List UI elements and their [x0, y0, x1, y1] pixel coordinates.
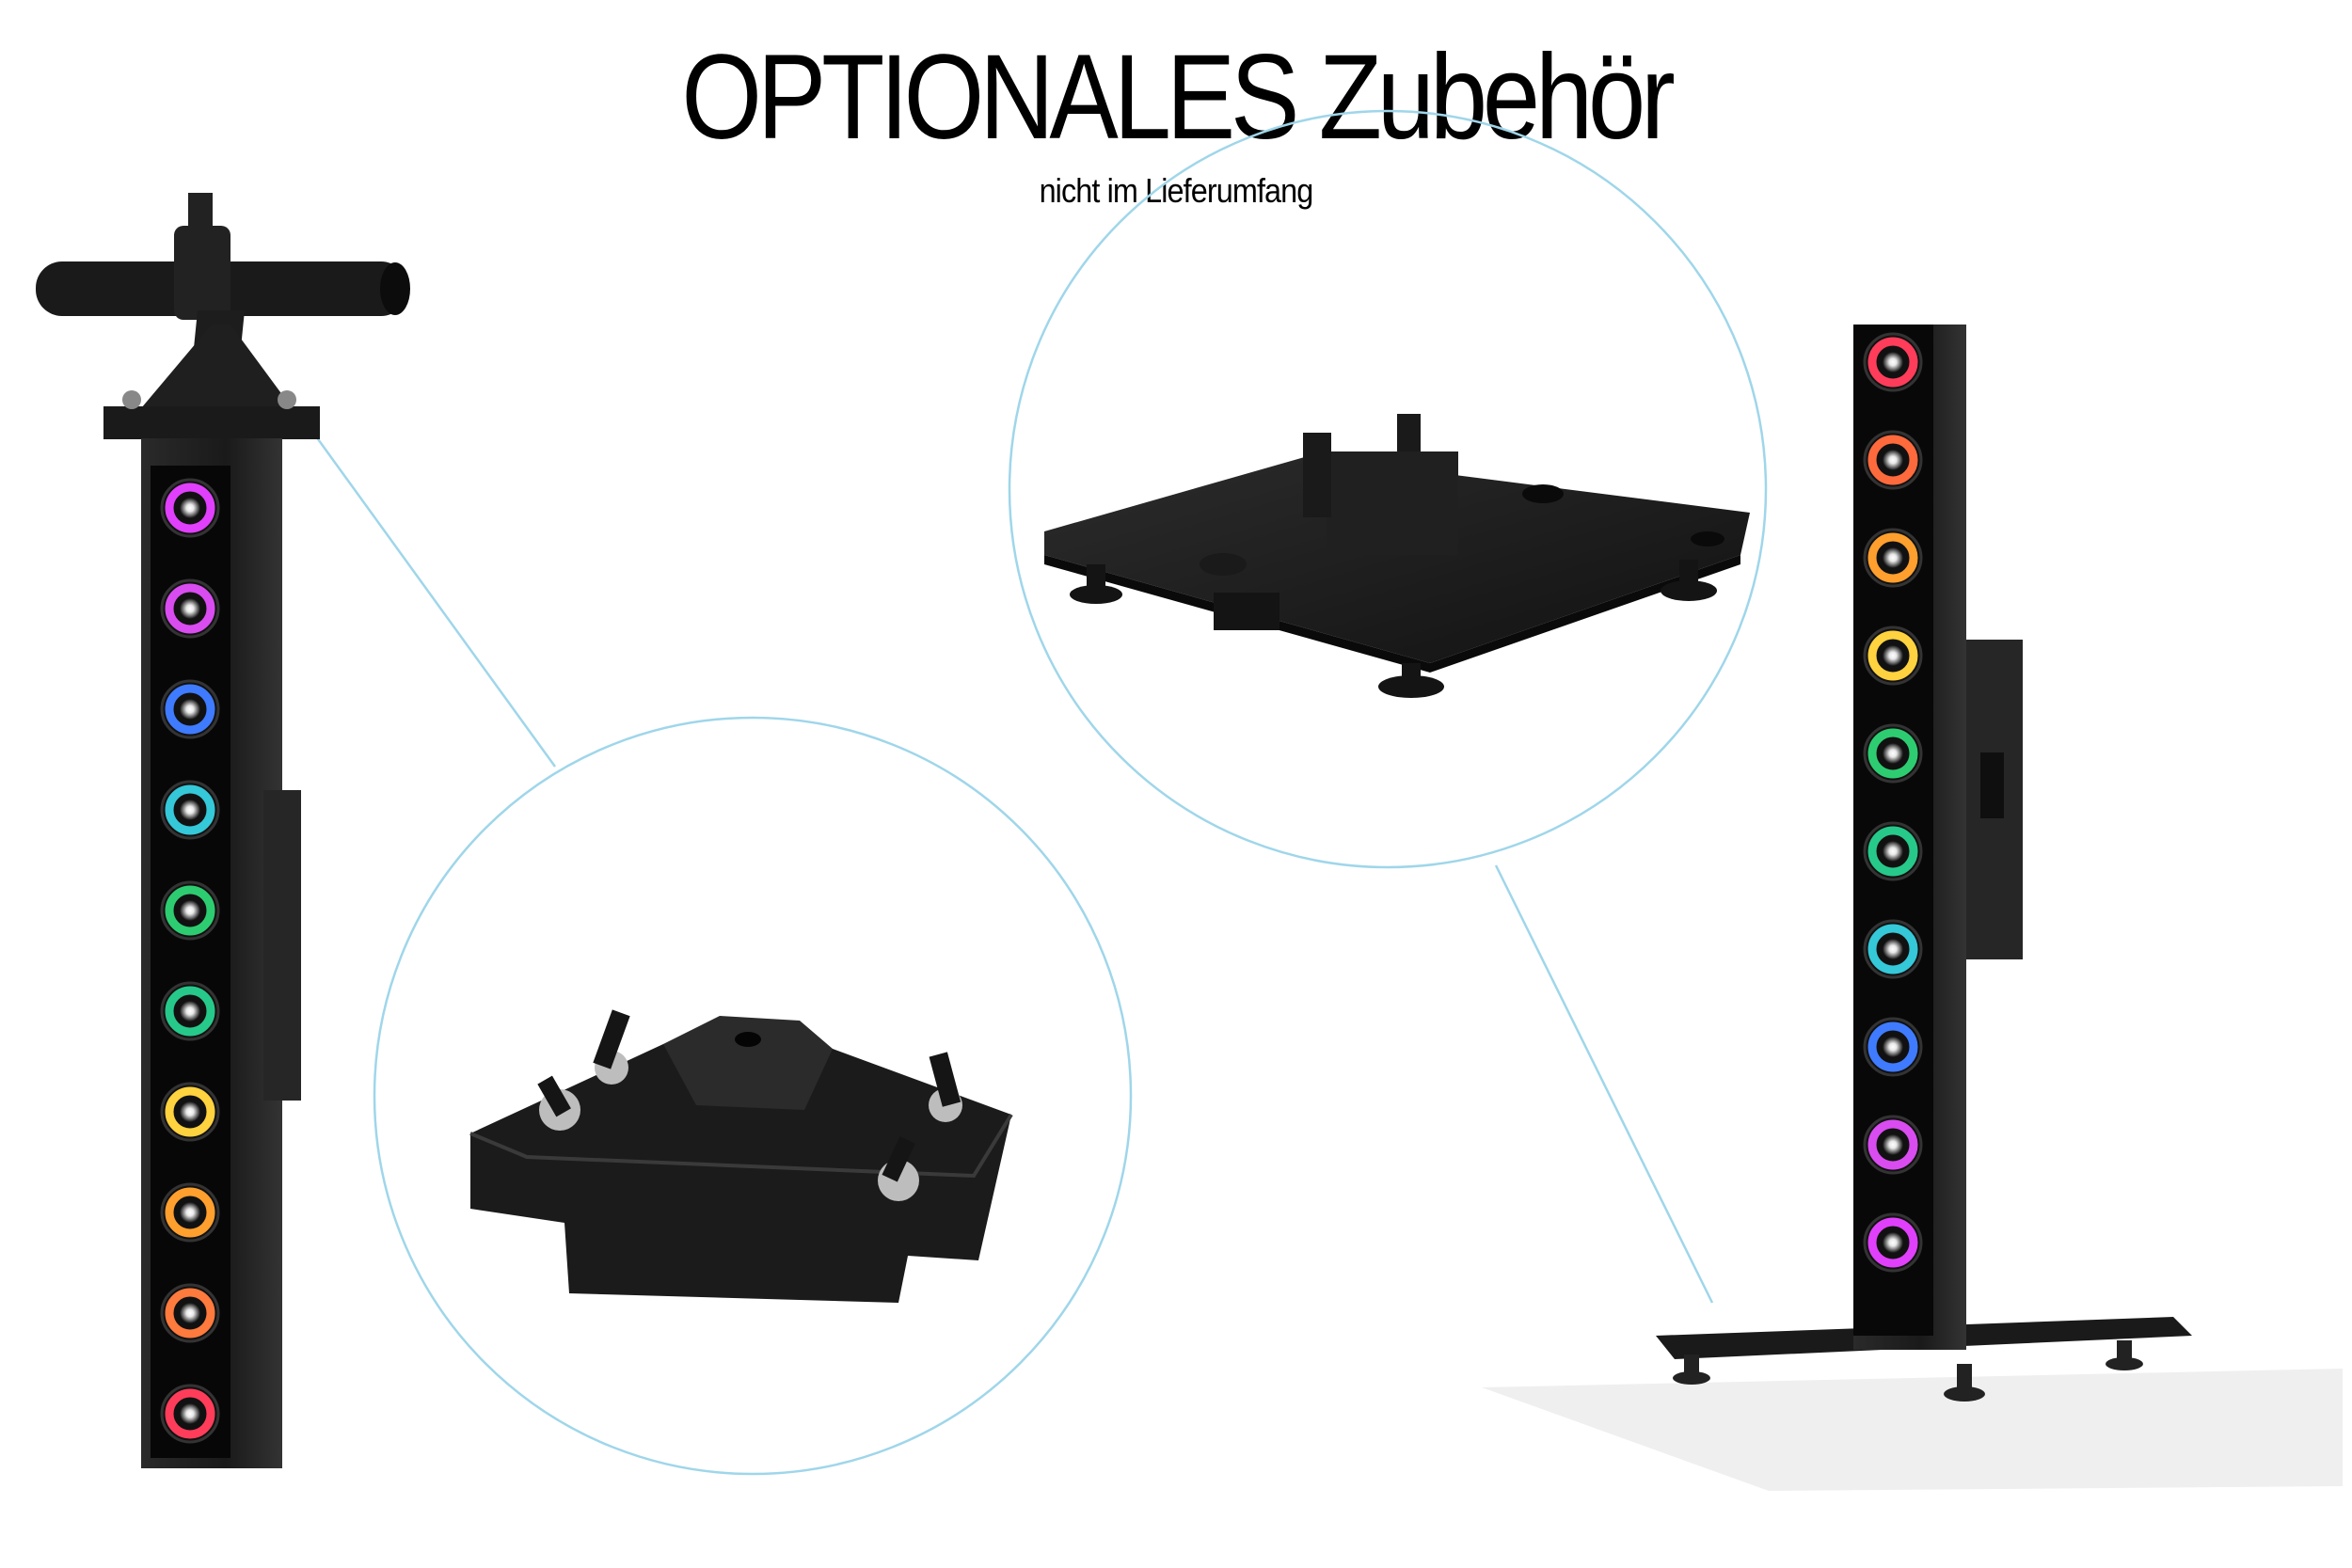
- page-title: OPTIONALES Zubehör: [681, 30, 1675, 165]
- base-plate-detail: [1044, 414, 1750, 698]
- right-led-4: [1863, 626, 1923, 686]
- leader-line-bracket: [299, 415, 557, 768]
- left-led-2: [160, 578, 220, 639]
- left-led-8: [160, 1182, 220, 1243]
- page-subtitle: nicht im Lieferumfang: [1039, 171, 1314, 210]
- left-led-4: [160, 780, 220, 840]
- mounting-bracket-detail: [469, 1009, 1013, 1303]
- left-led-5: [160, 880, 220, 941]
- callout-circle-baseplate: [1008, 109, 1768, 869]
- callout-circle-bracket: [373, 716, 1133, 1476]
- callout-lines: [299, 109, 1768, 1476]
- left-led-1: [160, 478, 220, 538]
- left-led-10: [160, 1384, 220, 1444]
- right-led-9: [1863, 1115, 1923, 1175]
- right-led-6: [1863, 821, 1923, 881]
- leader-line-baseplate: [1494, 864, 1714, 1304]
- left-led-7: [160, 1082, 220, 1142]
- right-led-1: [1863, 332, 1923, 392]
- right-led-2: [1863, 430, 1923, 490]
- left-led-9: [160, 1283, 220, 1343]
- right-led-3: [1863, 528, 1923, 588]
- right-led-10: [1863, 1212, 1923, 1273]
- right-led-7: [1863, 919, 1923, 979]
- right-fixture: [1482, 325, 2343, 1491]
- right-led-5: [1863, 723, 1923, 784]
- right-led-8: [1863, 1017, 1923, 1077]
- left-fixture: [36, 193, 410, 1468]
- left-led-6: [160, 981, 220, 1041]
- left-led-3: [160, 679, 220, 739]
